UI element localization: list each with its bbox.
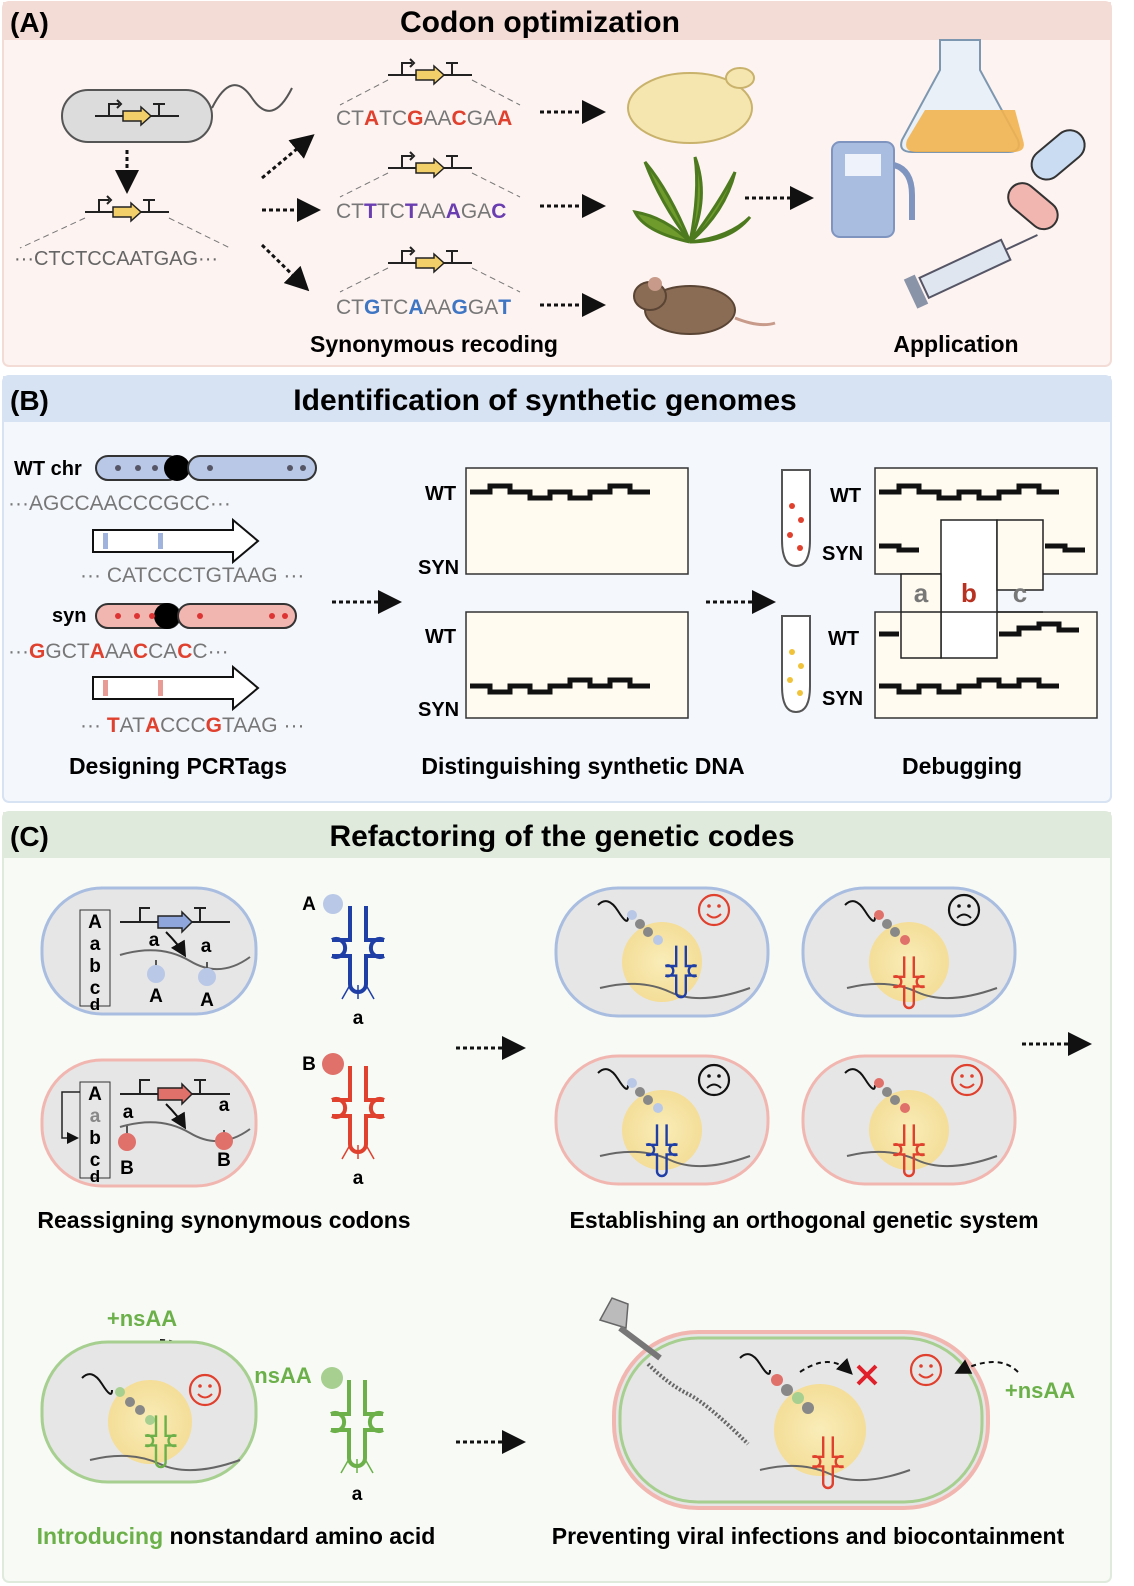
trna-green-anticodon: a (352, 1484, 363, 1505)
panel-a: (A) Codon optimization ···CTCTCCAATGAG··… (2, 1, 1112, 367)
flask-icon (900, 39, 1024, 153)
codon-A: A (88, 912, 102, 933)
cell-red-blue (554, 1054, 770, 1186)
wild-sequence: ···CTCTCCAATGAG··· (14, 248, 218, 270)
cell-blue-blue (554, 886, 770, 1018)
recoded-sequence-3: CTGTCAAAGGAT (336, 296, 511, 319)
debug-gel (874, 467, 1098, 719)
panel-b: (B) Identification of synthetic genomes … (2, 375, 1112, 803)
red-codon-d: d (90, 1167, 100, 1186)
gel1-syn-label: SYN (418, 557, 459, 579)
segment-c: c (1013, 578, 1027, 608)
step-reassign-label: Reassigning synonymous codons (37, 1207, 410, 1233)
step-nsaa-label: Introducing nonstandard amino acid (37, 1523, 436, 1549)
panel-c-title: Refactoring of the genetic codes (329, 820, 794, 853)
gel2-syn-label: SYN (418, 699, 459, 721)
panel-b-title: Identification of synthetic genomes (293, 384, 796, 417)
blue-cell-aa-2: A (200, 990, 214, 1011)
debug-wt-label: WT (830, 485, 861, 507)
yeast-icon (627, 67, 755, 144)
phage-icon (598, 1297, 750, 1446)
application-label: Application (893, 331, 1018, 357)
syn-label: syn (52, 605, 86, 627)
mouse-icon (633, 277, 776, 335)
gel-syn-sample (465, 611, 689, 719)
blue-cell-codon-2: a (201, 936, 212, 957)
blue-cell-codon-1: a (149, 930, 160, 951)
wt-chr-label: WT chr (14, 458, 82, 480)
wt-pcrtag: ··· CATCCCTGTAAG ··· (80, 564, 304, 587)
recoded-sequence-1: CTATCGAACGAA (336, 107, 512, 130)
panel-b-letter: (B) (10, 385, 49, 416)
syringe-icon (903, 234, 1038, 309)
panel-c: (C) Refactoring of the genetic codes A a… (2, 811, 1112, 1583)
tube-icon (781, 615, 811, 714)
debug-wt-label-2: WT (828, 628, 859, 650)
red-cell-aa-2: B (217, 1150, 231, 1171)
syn-pcrtag: ··· TATACCCGTAAG ··· (80, 714, 304, 737)
cell-red-red (801, 1054, 1017, 1186)
step-distinguishing-label: Distinguishing synthetic DNA (421, 753, 744, 779)
step-designing-label: Designing PCRTags (69, 753, 287, 779)
step-biocontainment-label: Preventing viral infections and bioconta… (552, 1523, 1065, 1549)
step-debugging-label: Debugging (902, 753, 1022, 779)
nsaa-label: nsAA (254, 1363, 312, 1388)
panel-c-letter: (C) (10, 821, 49, 852)
codon-a: a (90, 934, 101, 955)
plant-icon (632, 156, 752, 244)
debug-syn-label: SYN (822, 543, 863, 565)
cell-wild-code (40, 886, 258, 1016)
plus-nsaa-label-2: +nsAA (1005, 1378, 1075, 1403)
gel-wt-sample (465, 467, 689, 575)
cell-nsaa (40, 1340, 258, 1484)
gel1-wt-label: WT (425, 483, 456, 505)
codon-d: d (90, 995, 100, 1014)
trna-blue-aa: A (302, 894, 316, 915)
red-cell-codon-2: a (219, 1095, 230, 1116)
step-orthogonal-label: Establishing an orthogonal genetic syste… (569, 1207, 1038, 1233)
bacterium-icon (61, 84, 293, 143)
trna-blue-icon (323, 894, 386, 1000)
trna-red-icon (322, 1053, 386, 1160)
cell-refactored-code (40, 1058, 258, 1188)
codon-b: b (89, 956, 101, 977)
recoding-label: Synonymous recoding (310, 331, 558, 357)
trna-red-anticodon: a (353, 1168, 364, 1189)
capsule-icon (1007, 129, 1086, 231)
fuel-pump-icon (831, 141, 915, 238)
gel2-wt-label: WT (425, 626, 456, 648)
panel-a-title: Codon optimization (400, 6, 680, 39)
trna-blue-anticodon: a (353, 1008, 364, 1029)
cross-mark-icon (856, 1364, 878, 1386)
wt-sequence: ···AGCCAACCCGCC··· (8, 492, 231, 515)
blue-cell-aa-1: A (149, 986, 163, 1007)
cell-biocontained (612, 1330, 990, 1510)
trna-green-icon (321, 1367, 385, 1474)
recoded-sequence-2: CTTTCTAAAGAC (336, 200, 506, 223)
segment-a: a (914, 578, 929, 608)
tube-icon (781, 469, 811, 568)
panel-a-letter: (A) (10, 7, 49, 38)
segment-b: b (961, 578, 977, 608)
debug-syn-label-2: SYN (822, 688, 863, 710)
syn-sequence: ···GGCTAAACCACC··· (8, 640, 229, 663)
red-codon-A: A (88, 1084, 102, 1105)
red-cell-codon-1: a (123, 1102, 134, 1123)
red-cell-aa-1: B (120, 1158, 134, 1179)
cell-blue-red (801, 886, 1017, 1018)
red-codon-a: a (90, 1106, 101, 1127)
red-codon-b: b (89, 1128, 101, 1149)
plus-nsaa-label-1: +nsAA (107, 1306, 177, 1331)
codon-c: c (90, 978, 101, 999)
syn-chromosome (95, 603, 297, 629)
red-codon-c: c (90, 1150, 101, 1171)
wt-chromosome (95, 455, 317, 481)
trna-red-aa: B (302, 1054, 316, 1075)
